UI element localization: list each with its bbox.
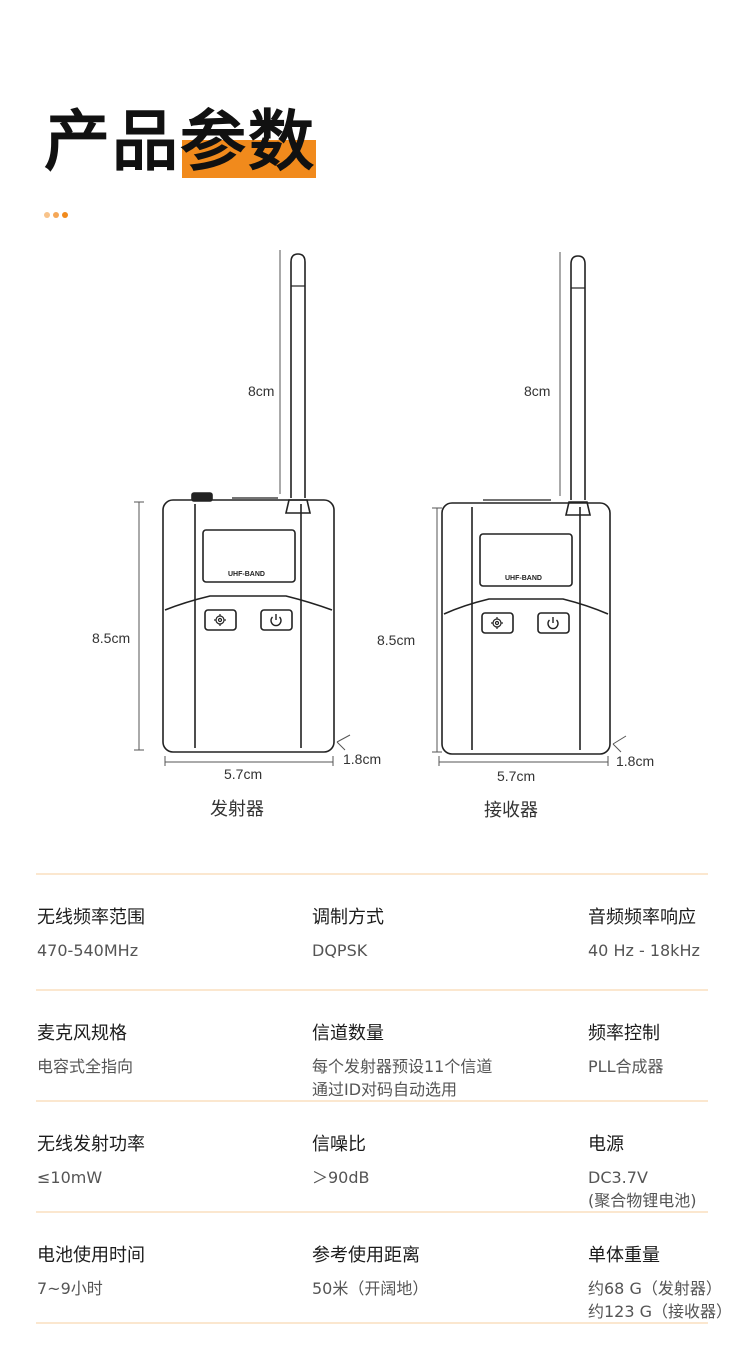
decor-dots: [44, 212, 68, 218]
device-dimension-diagram: UHF-BAND 8cm 8.5cm 5.7cm 1.8cm 发射器: [90, 250, 654, 821]
gear-button[interactable]: [481, 612, 514, 634]
screen-label: UHF-BAND: [505, 575, 542, 582]
page-title: 产品 参数: [44, 100, 316, 184]
divider: [36, 1322, 708, 1324]
power-button[interactable]: [537, 612, 570, 634]
spec-weight: 单体重量 约68 G（发射器） 约123 G（接收器）: [588, 1245, 733, 1321]
device-body: [162, 499, 335, 753]
clip-knob: [191, 492, 213, 502]
device-caption: 发射器: [210, 799, 264, 820]
spec-mic-type: 麦克风规格 电容式全指向: [37, 1023, 134, 1076]
spec-modulation: 调制方式 DQPSK: [312, 907, 384, 960]
antenna-length-label: 8cm: [524, 383, 550, 399]
display-screen: [202, 529, 296, 583]
width-label: 5.7cm: [224, 766, 262, 782]
depth-label: 1.8cm: [343, 751, 381, 767]
divider: [36, 989, 708, 991]
spec-wireless-frequency: 无线频率范围 470-540MHz: [37, 907, 145, 960]
decor-dot-1: [44, 212, 50, 218]
device-caption: 接收器: [484, 800, 538, 821]
antenna-length-label: 8cm: [248, 383, 274, 399]
spec-snr: 信噪比 ＞90dB: [312, 1134, 370, 1187]
height-label: 8.5cm: [92, 630, 130, 646]
divider: [36, 1211, 708, 1213]
divider: [36, 1100, 708, 1102]
spec-channels: 信道数量 每个发射器预设11个信道 通过ID对码自动选用: [312, 1023, 493, 1099]
device-body: [441, 502, 611, 755]
gear-button[interactable]: [204, 609, 237, 631]
gear-icon: [491, 617, 503, 629]
spec-battery-life: 电池使用时间 7~9小时: [37, 1245, 145, 1298]
antenna: [284, 253, 312, 514]
device-transmitter: UHF-BAND 8cm 8.5cm 5.7cm 1.8cm 发射器: [90, 250, 381, 820]
spec-range: 参考使用距离 50米（开阔地）: [312, 1245, 429, 1298]
gear-icon: [214, 614, 226, 626]
divider: [36, 873, 708, 875]
antenna: [564, 255, 592, 516]
screen-label: UHF-BAND: [228, 571, 265, 578]
spec-frequency-control: 频率控制 PLL合成器: [588, 1023, 664, 1076]
spec-audio-response: 音频频率响应 40 Hz - 18kHz: [588, 907, 700, 960]
title-part2-highlighted: 参数: [180, 100, 316, 184]
decor-dot-2: [53, 212, 59, 218]
power-icon: [270, 614, 282, 627]
display-screen: [479, 533, 573, 587]
power-icon: [547, 617, 559, 630]
power-button[interactable]: [260, 609, 293, 631]
spec-transmit-power: 无线发射功率 ≤10mW: [37, 1134, 145, 1187]
height-label: 8.5cm: [377, 632, 415, 648]
spec-power-supply: 电源 DC3.7V (聚合物锂电池): [588, 1134, 697, 1210]
device-receiver: UHF-BAND 8cm 8.5cm 5.7cm 1.8cm 接收器: [375, 252, 654, 821]
depth-label: 1.8cm: [616, 753, 654, 769]
decor-dot-3: [62, 212, 68, 218]
title-part1: 产品: [44, 103, 180, 180]
width-label: 5.7cm: [497, 768, 535, 784]
